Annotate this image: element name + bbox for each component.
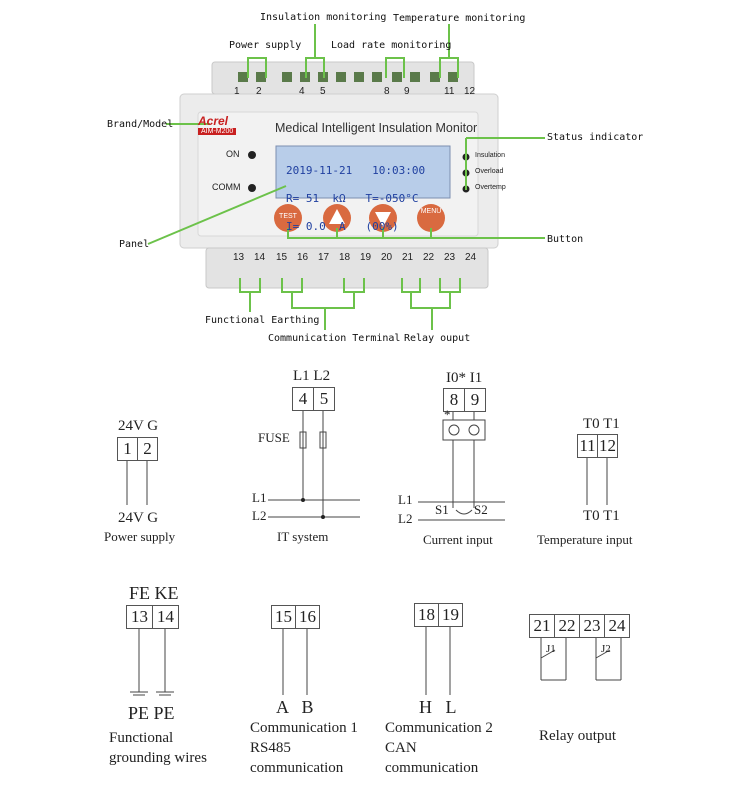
comm2-bottom-label: H L (419, 697, 457, 717)
callout-panel: Panel (119, 239, 150, 250)
callout-load-rate-monitoring: Load rate monitoring (331, 40, 452, 51)
terminal-16: 16 (295, 606, 319, 628)
terminal-1: 1 (123, 439, 132, 458)
relay-j1-label: J1 (546, 643, 556, 655)
temp-caption: Temperature input (537, 532, 633, 547)
fe-terminal-box: 13 14 (126, 605, 179, 629)
fe-caption-2: grounding wires (109, 750, 207, 766)
on-led-label: ON (226, 149, 240, 159)
fuse-label: FUSE (258, 430, 290, 445)
terminal-24: 24 (604, 615, 629, 637)
up-button[interactable] (323, 204, 351, 232)
callout-brand-model: Brand/Model (107, 119, 174, 130)
current-caption: Current input (423, 532, 493, 547)
current-star: * (444, 407, 451, 422)
down-button[interactable] (369, 204, 397, 232)
brand-logo: Acrel (198, 114, 229, 128)
callout-functional-earthing: Functional Earthing (205, 315, 320, 326)
current-s1-label: S1 (435, 502, 449, 517)
comm2-caption-1: Communication 2 (385, 720, 493, 736)
fe-top-label: FE KE (129, 583, 179, 603)
terminal-5: 5 (313, 388, 334, 410)
on-led (248, 151, 256, 159)
comm1-terminal-box: 15 16 (271, 605, 320, 629)
terminal-2: 2 (137, 438, 157, 460)
lcd-line-1: 2019-11-21 10:03:00 (286, 164, 426, 177)
temp-bottom-label: T0 T1 (583, 508, 620, 524)
current-top-label: I0* I1 (446, 370, 483, 386)
callout-relay-output: Relay ouput (404, 333, 471, 344)
overload-led-label: Overload (475, 168, 504, 175)
terminal-14: 14 (152, 606, 178, 628)
power-top-label: 24V G (118, 418, 159, 434)
terminal-15: 15 (275, 607, 292, 626)
overtemp-led-label: Overtemp (475, 184, 506, 191)
it-l1-label: L1 (252, 490, 267, 505)
comm1-caption-3: communication (250, 760, 344, 776)
temp-terminal-box: 11 12 (577, 434, 618, 458)
fe-caption-1: Functional (109, 730, 174, 746)
power-caption: Power supply (104, 529, 176, 544)
temp-top-label: T0 T1 (583, 416, 620, 432)
lcd-line-3: I= 0.0 A (00%) (286, 220, 399, 233)
it-l2-label: L2 (252, 508, 267, 523)
terminal-4: 4 (298, 389, 308, 408)
terminal-18: 18 (418, 605, 435, 624)
callout-temperature-monitoring: Temperature monitoring (393, 13, 526, 24)
relay-caption: Relay output (539, 728, 617, 744)
lcd-line-2: R= 51 kΩ T=-050°C (286, 192, 419, 205)
relay-j2-label: J2 (601, 643, 611, 655)
terminal-12: 12 (597, 435, 616, 457)
terminal-9: 9 (464, 389, 485, 411)
terminal-11: 11 (579, 436, 596, 455)
comm1-bottom-label: A B (276, 697, 314, 717)
it-terminal-box: 4 5 (292, 387, 335, 411)
comm1-caption-1: Communication 1 (250, 720, 358, 736)
comm2-caption-3: communication (385, 760, 479, 776)
comm-led (248, 184, 256, 192)
device-title: Medical Intelligent Insulation Monitor (275, 121, 478, 135)
it-caption: IT system (277, 529, 329, 544)
terminal-21: 21 (533, 616, 551, 635)
power-terminal-box: 1 2 (117, 437, 158, 461)
model-label: AIM-M200 (198, 128, 237, 135)
relay-terminal-box: 21 22 23 24 (529, 614, 630, 638)
terminal-19: 19 (438, 604, 462, 626)
current-terminal-box: 8 9 (443, 388, 486, 412)
comm1-caption-2: RS485 (250, 740, 291, 756)
fe-bottom-label: PE PE (128, 703, 175, 723)
current-s2-label: S2 (474, 502, 488, 517)
it-top-label: L1 L2 (293, 368, 331, 384)
current-l2-label: L2 (398, 511, 413, 526)
comm-led-label: COMM (212, 182, 241, 192)
callout-status-indicator: Status indicator (547, 132, 644, 143)
test-button[interactable]: TEST (279, 213, 297, 220)
terminal-23: 23 (579, 615, 604, 637)
callout-button: Button (547, 234, 584, 245)
callout-power-supply: Power supply (229, 40, 302, 51)
terminal-8: 8 (449, 390, 459, 409)
lcd-screen: 2019-11-21 10:03:00 R= 51 kΩ T=-050°C I=… (286, 150, 425, 248)
callout-insulation-monitoring: Insulation monitoring (260, 12, 387, 23)
terminal-13: 13 (131, 607, 148, 626)
current-l1-label: L1 (398, 492, 413, 507)
menu-button[interactable]: MENU (420, 208, 442, 215)
comm2-terminal-box: 18 19 (414, 603, 463, 627)
comm2-caption-2: CAN (385, 740, 417, 756)
callout-communication-terminal: Communication Terminal (268, 333, 401, 344)
power-bottom-label: 24V G (118, 510, 159, 526)
terminal-22: 22 (554, 615, 579, 637)
insulation-led-label: Insulation (475, 152, 505, 159)
